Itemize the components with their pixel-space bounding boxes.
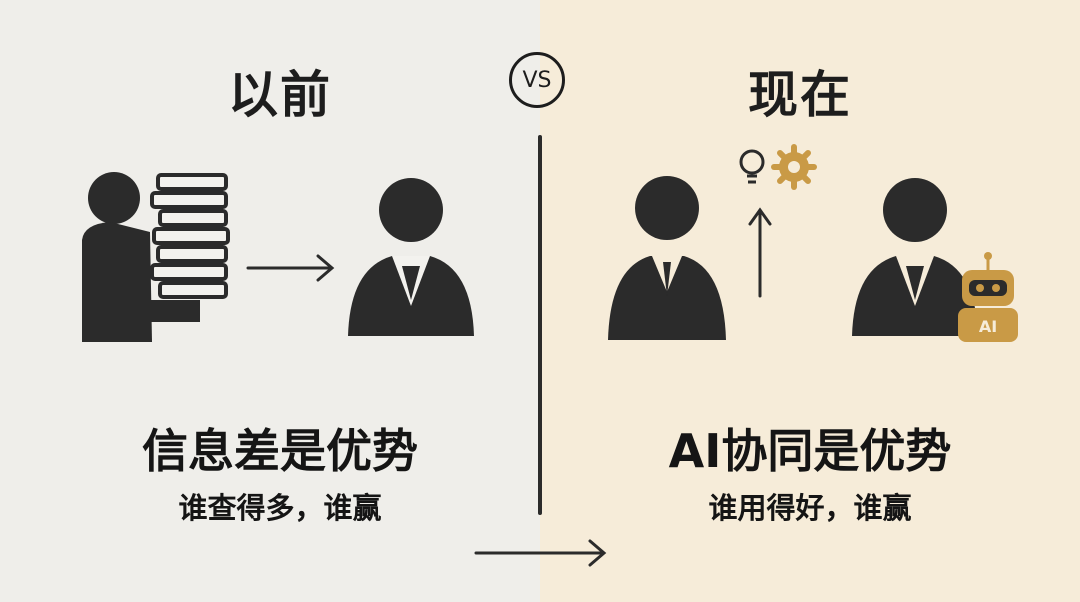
lightbulb-icon	[739, 149, 765, 184]
left-heading: 以前	[228, 66, 332, 124]
vs-badge: VS	[509, 52, 565, 108]
left-sub-text: 谁查得多，谁赢	[178, 491, 382, 525]
right-heading: 现在	[748, 66, 852, 124]
arrow-up-icon	[748, 207, 772, 298]
judge-icon	[852, 178, 978, 336]
arrow-right-icon	[474, 539, 607, 567]
judge-icon	[348, 178, 474, 336]
right-main-text: AI协同是优势	[668, 424, 952, 478]
robot-badge-label: AI	[979, 317, 997, 336]
businessman-icon	[608, 176, 726, 340]
person-carrying-books-icon	[82, 172, 230, 342]
gear-icon	[771, 144, 817, 190]
left-main-text: 信息差是优势	[142, 424, 418, 478]
arrow-right-icon	[246, 254, 335, 282]
right-sub-text: 谁用得好，谁赢	[708, 491, 912, 525]
center-divider	[538, 135, 542, 515]
robot-icon: AI	[958, 252, 1018, 342]
